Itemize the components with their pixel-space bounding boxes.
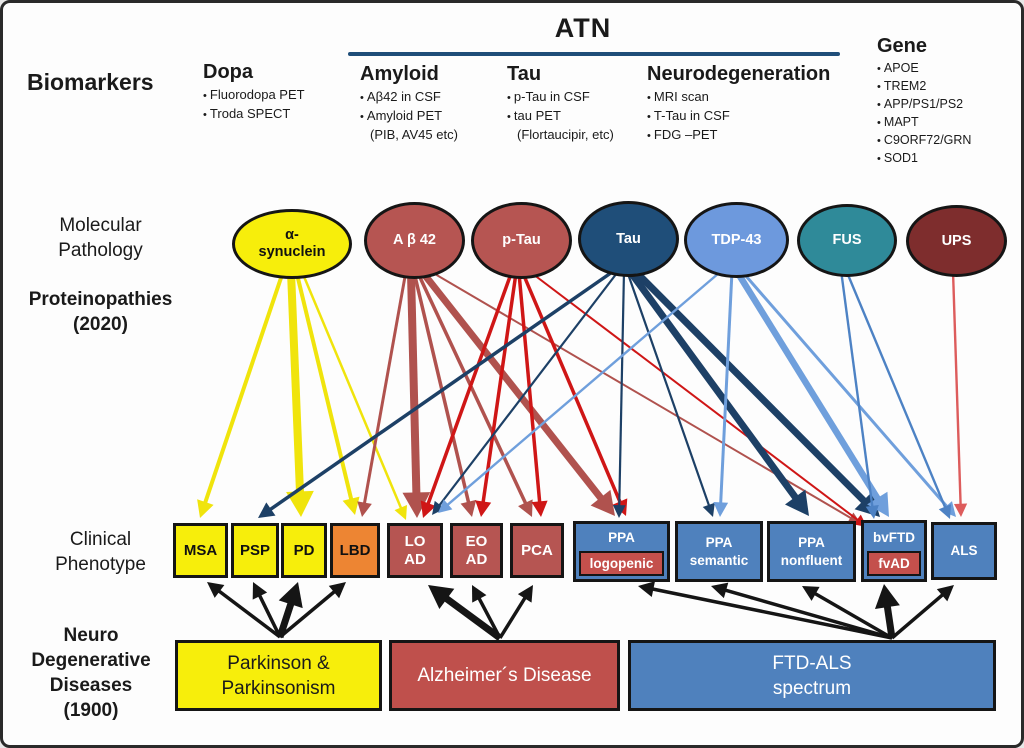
column-items: MRI scanT-Tau in CSFFDG –PET (647, 88, 830, 145)
row-label-proteinopathies: Proteinopathies (2020) (28, 289, 173, 335)
bullet-item: Fluorodopa PET (203, 86, 305, 105)
node-fus: FUS (797, 204, 897, 277)
node-abeta42: A β 42 (364, 202, 465, 279)
column-items: Fluorodopa PETTroda SPECT (203, 86, 305, 124)
ppa-logopenic-sublabel: logopenic (579, 551, 664, 576)
bullet-item: TREM2 (877, 78, 971, 96)
phenotype-als: ALS (931, 522, 997, 580)
phenotype-lbd: LBD (330, 523, 380, 578)
phenotype-pca: PCA (510, 523, 564, 578)
bullet-item: FDG –PET (647, 126, 830, 145)
phenotype-bvftd: bvFTD fvAD (861, 520, 927, 582)
fvad-sublabel: fvAD (867, 551, 921, 576)
column-title: Amyloid (360, 63, 439, 85)
bullet-item: MAPT (877, 114, 971, 132)
bullet-item: MRI scan (647, 88, 830, 107)
node-ups: UPS (906, 205, 1007, 277)
disease-ftd-als: FTD-ALS spectrum (628, 640, 996, 711)
row-label-clinical-phenotype: Clinical Phenotype (55, 529, 146, 575)
bullet-item: APOE (877, 60, 971, 78)
ppa-logopenic-label: PPA (608, 530, 635, 545)
row-label-molecular-pathology: Molecular Pathology (58, 215, 143, 261)
biomarker-column-tau: Tau p-Tau in CSFtau PET(Flortaucipir, et… (507, 63, 614, 145)
atn-underline (348, 52, 840, 56)
node-ptau: p-Tau (471, 202, 572, 279)
column-title: Gene (877, 35, 928, 57)
column-items: Aβ42 in CSFAmyloid PET(PIB, AV45 etc) (360, 88, 458, 145)
bullet-item: (Flortaucipir, etc) (517, 127, 614, 142)
phenotype-ppa-nonfluent: PPA nonfluent (767, 521, 856, 582)
column-title: Neurodegeneration (647, 63, 831, 85)
column-items: APOETREM2APP/PS1/PS2MAPTC9ORF72/GRNSOD1 (877, 60, 972, 168)
bullet-item: Aβ42 in CSF (360, 88, 458, 107)
bullet-item: SOD1 (877, 150, 971, 168)
bullet-item: tau PET (507, 107, 614, 126)
node-alpha-synuclein: α- synuclein (232, 209, 352, 279)
row-label-neurodegenerative-diseases: Neuro Degenerative Diseases (1900) (31, 625, 151, 721)
biomarkers-label: Biomarkers (27, 69, 154, 95)
bullet-item: APP/PS1/PS2 (877, 96, 971, 114)
bullet-item: (PIB, AV45 etc) (370, 127, 458, 142)
column-title: Dopa (203, 61, 253, 83)
phenotype-ppa-logopenic: PPA logopenic (573, 521, 670, 582)
biomarker-column-dopa: Dopa Fluorodopa PETTroda SPECT (203, 61, 305, 124)
bullet-item: C9ORF72/GRN (877, 132, 972, 150)
phenotype-ppa-semantic: PPA semantic (675, 521, 763, 582)
connection-arrows (197, 265, 968, 641)
bvftd-label: bvFTD (873, 529, 915, 545)
phenotype-eo-ad: EO AD (450, 523, 503, 578)
node-tau: Tau (578, 201, 679, 277)
phenotype-pd: PD (281, 523, 327, 578)
phenotype-lo-ad: LO AD (387, 523, 443, 578)
disease-parkinson: Parkinson & Parkinsonism (175, 640, 382, 711)
disease-alzheimer: Alzheimer´s Disease (389, 640, 620, 711)
phenotype-msa: MSA (173, 523, 228, 578)
node-tdp43: TDP-43 (684, 202, 789, 278)
biomarker-column-gene: Gene APOETREM2APP/PS1/PS2MAPTC9ORF72/GRN… (877, 35, 971, 168)
column-items: p-Tau in CSFtau PET(Flortaucipir, etc) (507, 88, 614, 145)
bullet-item: Amyloid PET (360, 107, 458, 126)
bullet-item: T-Tau in CSF (647, 107, 830, 126)
atn-title: ATN (554, 13, 612, 43)
biomarker-column-neurodegeneration: Neurodegeneration MRI scanT-Tau in CSFFD… (647, 63, 830, 145)
phenotype-psp: PSP (231, 523, 279, 578)
column-title: Tau (507, 63, 542, 85)
biomarker-column-amyloid: Amyloid Aβ42 in CSFAmyloid PET(PIB, AV45… (360, 63, 458, 145)
bullet-item: Troda SPECT (203, 105, 305, 124)
bullet-item: p-Tau in CSF (507, 88, 614, 107)
